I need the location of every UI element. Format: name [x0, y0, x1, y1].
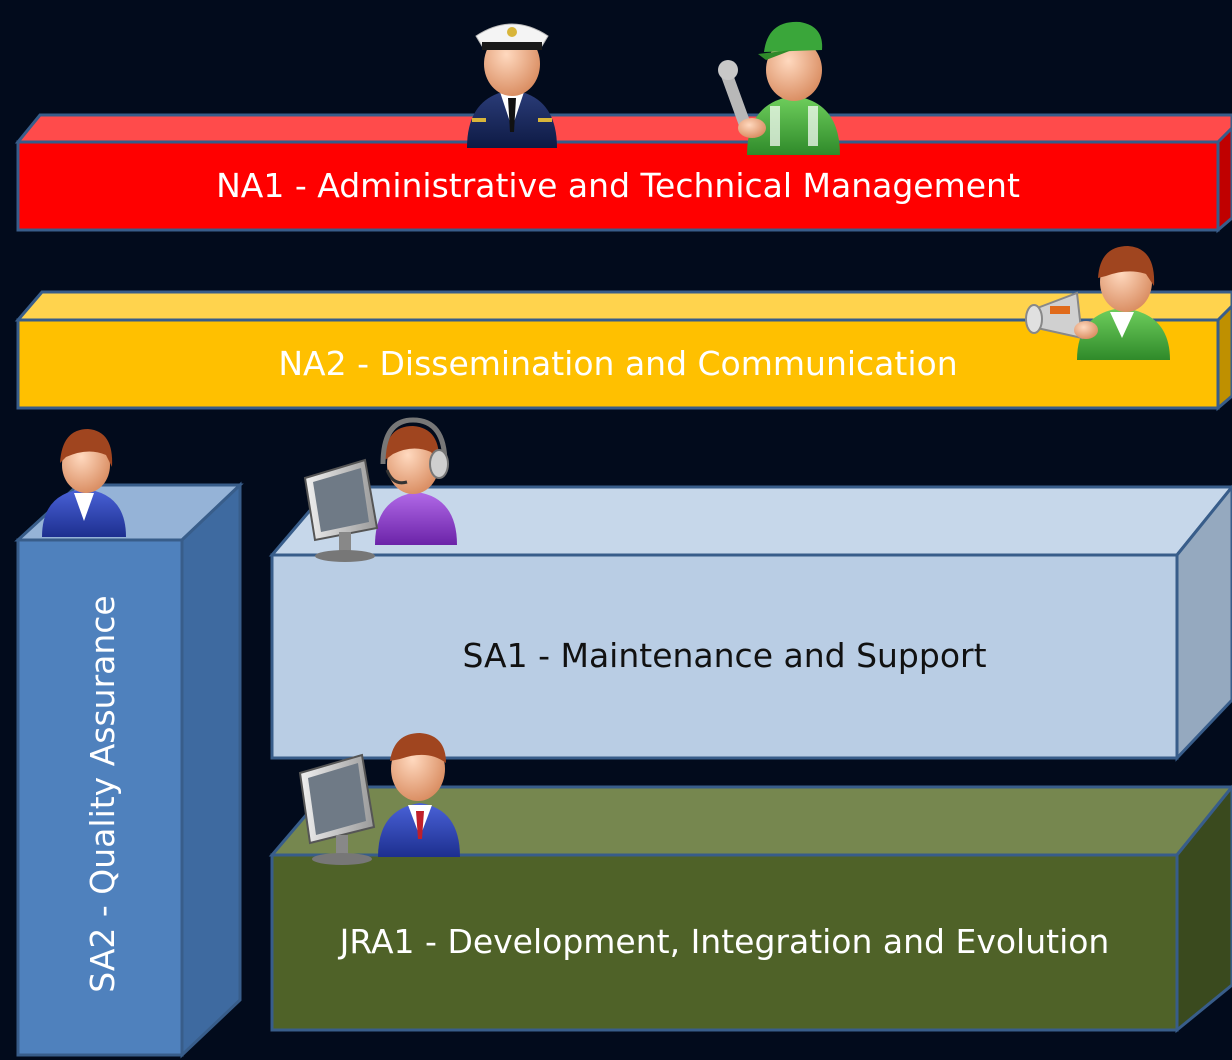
na2-block — [14, 290, 1232, 412]
headset-operator-icon — [303, 417, 457, 562]
na2-label: NA2 - Dissemination and Communication — [278, 343, 958, 383]
megaphone-person-icon — [1025, 246, 1170, 360]
jra1-block — [268, 784, 1232, 1034]
woman-person-icon — [42, 429, 126, 537]
jra1-label: JRA1 - Development, Integration and Evol… — [339, 922, 1110, 962]
sa2-label: SA2 - Quality Assurance — [82, 595, 122, 993]
computer-user-icon — [298, 733, 460, 865]
sa1-block — [268, 484, 1232, 762]
captain-person-icon — [467, 23, 557, 148]
sa1-label: SA1 - Maintenance and Support — [462, 636, 987, 676]
mechanic-person-icon — [718, 21, 840, 155]
sa2-block — [14, 481, 244, 1059]
na1-block — [14, 113, 1232, 234]
na1-label: NA1 - Administrative and Technical Manag… — [216, 165, 1020, 205]
